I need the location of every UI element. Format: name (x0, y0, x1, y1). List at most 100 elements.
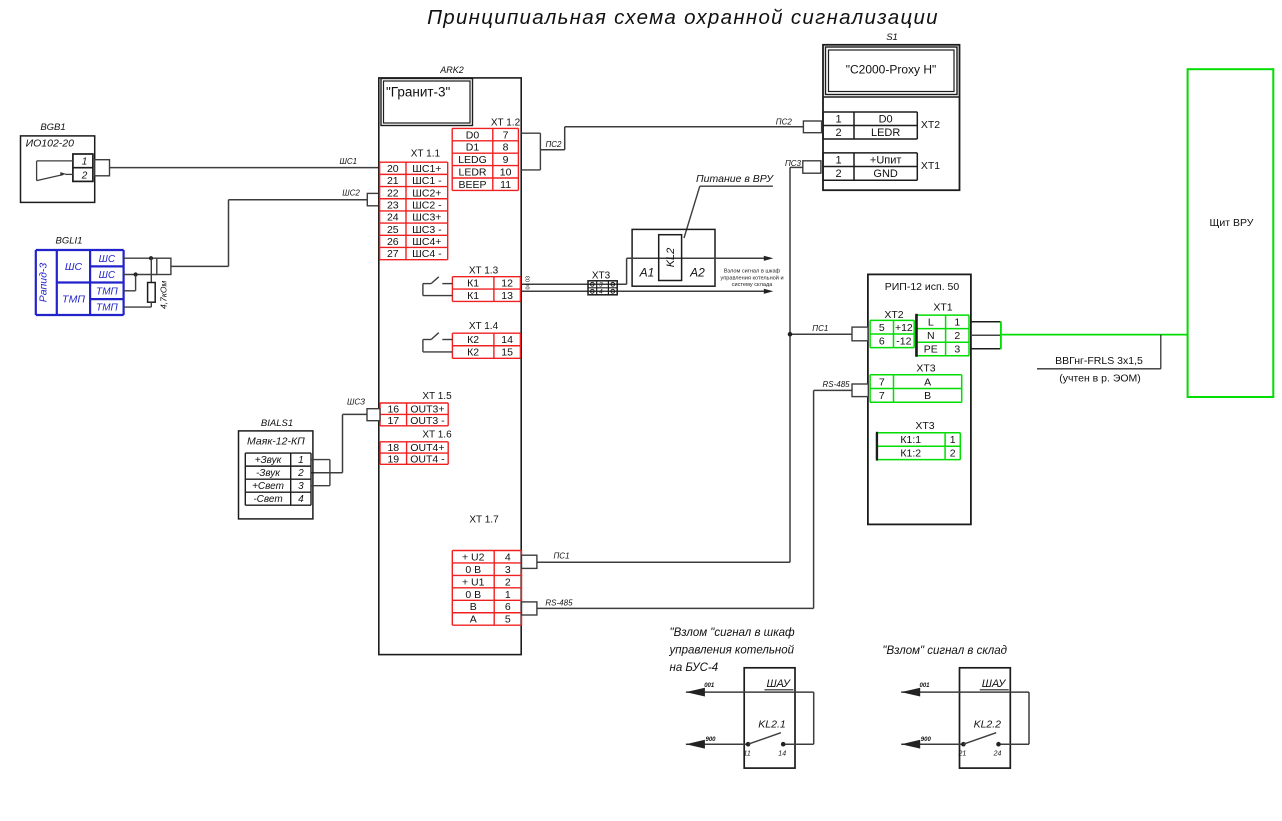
svg-text:001: 001 (920, 683, 931, 689)
svg-text:К1:1: К1:1 (900, 434, 921, 446)
svg-text:OUT4 -: OUT4 - (410, 453, 445, 465)
svg-text:OUT3+: OUT3+ (410, 403, 444, 415)
svg-text:XT3: XT3 (916, 363, 935, 375)
svg-text:ШС1+: ШС1+ (412, 163, 441, 175)
svg-text:-Звук: -Звук (256, 468, 281, 479)
svg-text:4: 4 (298, 494, 304, 505)
svg-text:2: 2 (81, 170, 88, 181)
svg-text:D1: D1 (466, 142, 480, 154)
svg-text:XT 1.1: XT 1.1 (411, 149, 441, 160)
svg-text:XT 1.4: XT 1.4 (469, 321, 499, 332)
svg-text:К2: К2 (467, 334, 479, 346)
svg-text:ШС2: ШС2 (342, 189, 360, 198)
svg-text:XT2: XT2 (884, 309, 903, 321)
svg-text:XT2: XT2 (921, 119, 940, 131)
svg-text:XT 1.5: XT 1.5 (422, 391, 452, 402)
svg-text:16: 16 (387, 403, 399, 415)
svg-text:+ U2: + U2 (462, 551, 485, 563)
svg-text:900: 900 (921, 737, 932, 743)
svg-text:12: 12 (501, 278, 513, 290)
svg-text:К1: К1 (467, 278, 479, 290)
svg-text:В: В (924, 390, 931, 402)
svg-text:19: 19 (387, 453, 399, 465)
svg-text:А1: А1 (639, 266, 655, 280)
svg-text:RS-485: RS-485 (545, 599, 573, 608)
svg-text:ARK2: ARK2 (439, 65, 464, 75)
svg-text:XT1: XT1 (933, 302, 952, 314)
svg-text:А2: А2 (689, 266, 705, 280)
svg-text:14: 14 (501, 334, 513, 346)
svg-text:25: 25 (387, 224, 399, 236)
svg-text:8: 8 (503, 142, 509, 154)
svg-text:В: В (470, 601, 477, 613)
svg-text:+12: +12 (895, 322, 913, 334)
svg-text:XT1: XT1 (921, 160, 940, 172)
svg-text:РИП-12 исп. 50: РИП-12 исп. 50 (885, 281, 960, 293)
svg-text:9: 9 (503, 154, 509, 166)
svg-text:3: 3 (599, 282, 603, 289)
svg-text:Питание в ВРУ: Питание в ВРУ (696, 173, 774, 185)
svg-text:XT 1.7: XT 1.7 (469, 515, 499, 526)
svg-text:001: 001 (704, 683, 715, 689)
svg-text:N: N (927, 330, 935, 342)
svg-text:6: 6 (505, 601, 511, 613)
svg-text:OUT3 -: OUT3 - (410, 415, 445, 427)
svg-text:5: 5 (505, 614, 511, 626)
svg-text:GND: GND (873, 168, 898, 180)
svg-text:ШАУ: ШАУ (982, 678, 1006, 690)
svg-text:управления котельной и: управления котельной и (720, 274, 783, 281)
svg-text:17: 17 (387, 415, 399, 427)
svg-text:управления котельной: управления котельной (669, 645, 795, 657)
svg-text:S1: S1 (886, 32, 898, 43)
svg-text:04: 04 (526, 283, 532, 289)
svg-text:ПС1: ПС1 (812, 324, 828, 333)
svg-text:L: L (928, 317, 934, 329)
svg-text:ВВГнг-FRLS 3х1,5: ВВГнг-FRLS 3х1,5 (1055, 355, 1143, 367)
svg-text:Маяк-12-КП: Маяк-12-КП (247, 435, 305, 447)
svg-text:Взлом сигнал в шкаф: Взлом сигнал в шкаф (724, 269, 781, 275)
svg-text:23: 23 (387, 200, 399, 212)
svg-text:1: 1 (505, 589, 511, 601)
svg-text:6: 6 (879, 335, 885, 347)
svg-text:21: 21 (387, 175, 399, 187)
svg-text:XT 1.3: XT 1.3 (469, 265, 499, 276)
svg-text:ИО102-20: ИО102-20 (26, 138, 75, 150)
svg-text:К1: К1 (467, 290, 479, 302)
svg-text:7: 7 (503, 129, 509, 141)
svg-text:11: 11 (500, 179, 511, 191)
svg-text:4: 4 (505, 551, 511, 563)
svg-text:(учтен в р. ЭОМ): (учтен в р. ЭОМ) (1059, 373, 1141, 385)
svg-text:+ U1: + U1 (462, 576, 485, 588)
svg-text:RS-485: RS-485 (822, 380, 850, 389)
svg-text:13: 13 (501, 290, 513, 302)
svg-text:4: 4 (599, 289, 603, 296)
svg-text:24: 24 (993, 751, 1002, 758)
svg-text:BGLI1: BGLI1 (56, 236, 83, 247)
svg-text:1: 1 (298, 455, 304, 466)
svg-text:ШС1 -: ШС1 - (412, 175, 442, 187)
svg-text:"Взлом" сигнал в склад: "Взлом" сигнал в склад (882, 645, 1007, 657)
svg-text:ШС4 -: ШС4 - (412, 248, 442, 260)
svg-text:5: 5 (879, 322, 885, 334)
svg-text:Щит ВРУ: Щит ВРУ (1210, 217, 1254, 229)
svg-text:2: 2 (297, 468, 304, 479)
svg-text:ШС: ШС (99, 270, 116, 281)
svg-text:LEDR: LEDR (871, 127, 900, 139)
svg-text:на БУС-4: на БУС-4 (670, 662, 719, 674)
svg-text:LEDG: LEDG (458, 154, 487, 166)
svg-text:27: 27 (387, 248, 399, 260)
svg-text:ТМП: ТМП (96, 286, 119, 297)
svg-text:ШС: ШС (99, 254, 116, 265)
svg-text:ШС: ШС (65, 261, 83, 273)
svg-text:3: 3 (954, 344, 960, 356)
svg-text:ШС3+: ШС3+ (412, 212, 441, 224)
svg-text:2: 2 (950, 448, 956, 460)
svg-text:10: 10 (500, 166, 512, 178)
svg-text:24: 24 (387, 212, 399, 224)
svg-text:22: 22 (387, 187, 399, 199)
svg-text:15: 15 (501, 347, 513, 359)
svg-text:ШС1: ШС1 (340, 157, 358, 166)
svg-text:21: 21 (958, 751, 967, 758)
svg-text:ПС2: ПС2 (776, 117, 793, 126)
svg-text:BIALS1: BIALS1 (261, 418, 293, 429)
